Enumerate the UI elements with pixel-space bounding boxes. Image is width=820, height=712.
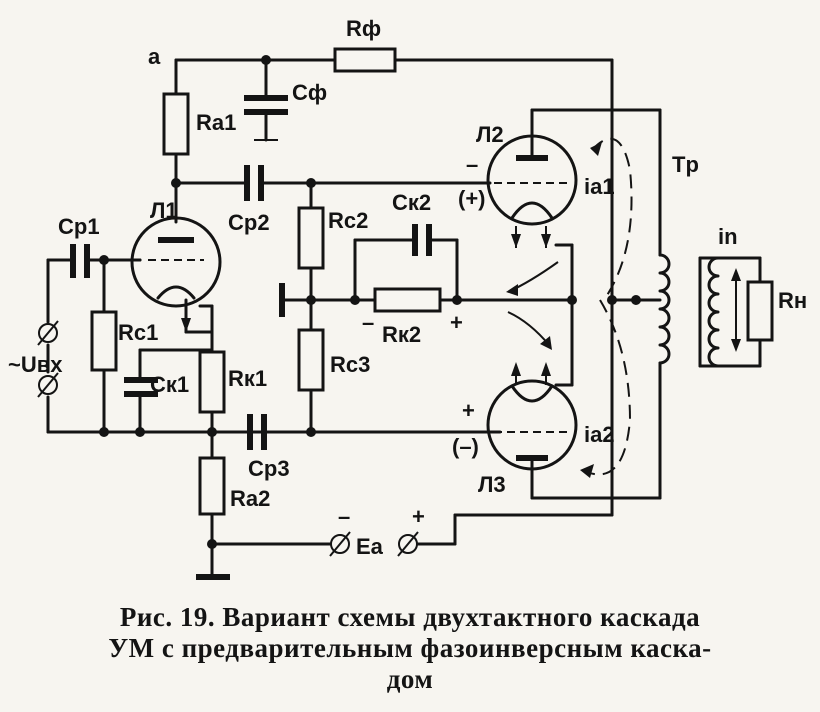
label-c-f: Cф <box>292 80 327 105</box>
top-rail <box>174 55 614 517</box>
output-transformer <box>607 108 774 500</box>
caption-line-1: Рис. 19. Вариант схемы двухтактного каск… <box>119 602 701 632</box>
label-l2-minus: – <box>466 152 478 177</box>
label-r-c1: Rc1 <box>118 320 158 345</box>
current-arrows <box>506 261 559 350</box>
label-ea-minus: – <box>338 504 350 529</box>
label-l2: Л2 <box>476 122 504 147</box>
label-i-a1: ia1 <box>584 174 615 199</box>
figure-caption: Рис. 19. Вариант схемы двухтактного каск… <box>40 602 780 695</box>
current-loops <box>580 137 633 478</box>
capacitor-cf <box>244 58 288 142</box>
label-i-a2: ia2 <box>584 422 615 447</box>
label-l3: Л3 <box>478 472 506 497</box>
grid-divider <box>279 181 377 434</box>
label-r-a1: Ra1 <box>196 110 236 135</box>
label-i-n: in <box>718 224 738 249</box>
label-u-in: ~Uвх <box>8 352 63 377</box>
label-r-k2: Rк2 <box>382 322 421 347</box>
label-r-k1: Rк1 <box>228 366 267 391</box>
label-r-n: Rн <box>778 288 807 313</box>
tube-l2 <box>486 108 614 248</box>
label-rk2-minus: – <box>362 310 374 335</box>
tube-l1 <box>106 216 222 308</box>
label-node-a: a <box>148 44 161 69</box>
label-c-k2: Cк2 <box>392 190 431 215</box>
label-l3-minus-paren: (–) <box>452 434 479 459</box>
label-tr: Tp <box>672 152 699 177</box>
resistor-ra1 <box>162 58 190 224</box>
label-c-p2: Cp2 <box>228 210 270 235</box>
label-l1: Л1 <box>150 198 178 223</box>
label-r-c3: Rc3 <box>330 352 370 377</box>
caption-line-2: УМ с предварительным фазоинверсным каска… <box>108 633 712 663</box>
cathode-circuit-l1 <box>124 298 226 460</box>
label-l3-plus: + <box>462 398 475 423</box>
supply-ea <box>210 513 614 557</box>
label-c-p1: Cp1 <box>58 214 100 239</box>
tube-l3 <box>486 362 614 500</box>
label-c-p3: Cp3 <box>248 456 290 481</box>
circuit-diagram: a Rф Cф Ra1 Л1 Cp1 Cp2 Rc1 Rc2 Rc3 Cк1 C… <box>8 16 807 580</box>
label-l2-plus-paren: (+) <box>458 186 486 211</box>
resistor-rf <box>333 47 397 73</box>
label-r-c2: Rc2 <box>328 208 368 233</box>
cathode-circuit-l2-l3 <box>353 224 577 387</box>
caption-line-3: дом <box>386 664 434 694</box>
label-ea-plus: + <box>412 504 425 529</box>
input-circuit <box>37 244 502 437</box>
label-e-a: Ea <box>356 534 384 559</box>
label-r-f: Rф <box>346 16 381 41</box>
label-c-k1: Cк1 <box>150 372 189 397</box>
label-r-a2: Ra2 <box>230 486 270 511</box>
resistor-ra2 <box>196 456 230 580</box>
capacitor-cp2 <box>174 165 492 201</box>
label-rk2-plus: + <box>450 310 463 335</box>
